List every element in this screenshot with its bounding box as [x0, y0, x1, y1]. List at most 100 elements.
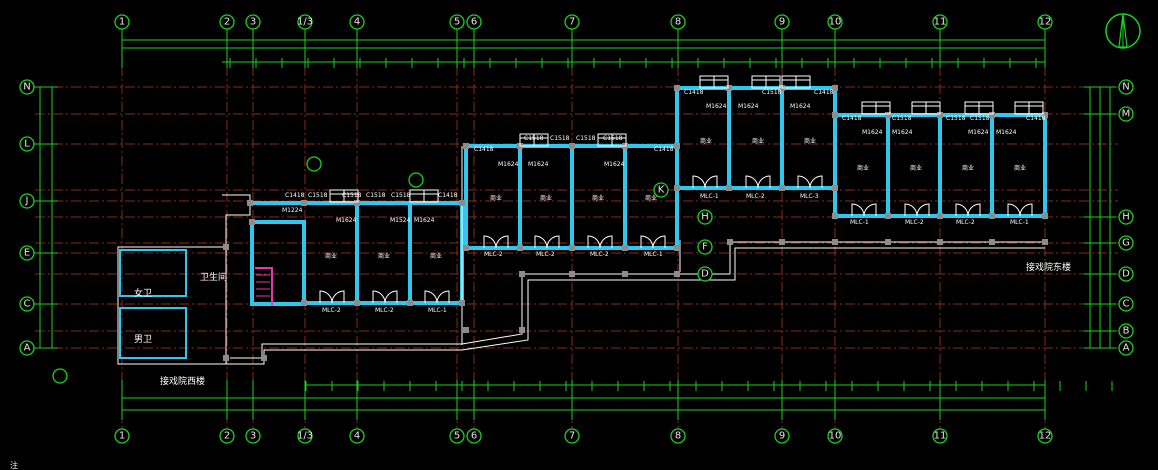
- axis-bubble-top-7: [564, 14, 580, 30]
- axis-bubble-bottom-9: [774, 428, 790, 444]
- axis-bubble-right-4: [1118, 266, 1134, 282]
- door-12-right: [967, 203, 981, 217]
- axis-bubble-top-12: [1037, 14, 1053, 30]
- column-46: [727, 239, 733, 245]
- column-48: [832, 239, 838, 245]
- axis-bubble-bottom-5-label: 5: [454, 431, 460, 442]
- door-code-3: MLC-2: [484, 251, 503, 258]
- axis-bubble-right-3-label: G: [1122, 238, 1130, 249]
- axis-bubble-left-3-label: E: [24, 248, 30, 259]
- column-25: [832, 85, 838, 91]
- axis-bubble-bottom-0-label: 1: [119, 431, 125, 442]
- axis-bubble-bottom-3: [297, 428, 313, 444]
- column-29: [832, 185, 838, 191]
- axis-bubble-top-6-label: 6: [471, 17, 477, 28]
- axis-bubble-top-2-label: 3: [250, 17, 256, 28]
- window-code-9: C1518: [576, 135, 596, 142]
- door-1-right: [384, 290, 398, 304]
- door-size-10: M1624: [892, 129, 913, 136]
- door-code-8: MLC-2: [746, 193, 765, 200]
- axis-bubble-mid-1: [697, 209, 713, 225]
- axis-bubble-bottom-1-label: 2: [224, 431, 230, 442]
- window-code-6: C1418: [474, 146, 494, 153]
- label-toilet-male: 男卫: [134, 334, 152, 345]
- axis-bubble-top-9-label: 9: [779, 17, 785, 28]
- column-40: [463, 327, 469, 333]
- label-toilet-female: 女卫: [134, 287, 152, 299]
- column-3: [249, 219, 255, 225]
- column-39: [1042, 213, 1048, 219]
- shop-label-2: 商业: [430, 252, 442, 260]
- column-36: [885, 213, 891, 219]
- north-arrow-icon: [1105, 13, 1141, 49]
- door-code-4: MLC-2: [536, 251, 555, 258]
- axis-bubble-left-2-label: J: [25, 196, 29, 207]
- axis-bubble-mid-0-label: K: [658, 185, 665, 196]
- window-code-1: C1518: [308, 192, 328, 199]
- axis-bubble-bottom-7-label: 7: [569, 431, 575, 442]
- door-code-7: MLC-1: [700, 193, 719, 200]
- door-7-right: [704, 175, 718, 189]
- door-6-right: [652, 235, 666, 249]
- shop-label-12: 商业: [962, 164, 974, 172]
- door-code-12: MLC-2: [956, 219, 975, 226]
- column-38: [989, 213, 995, 219]
- door-size-12: M1624: [996, 129, 1017, 136]
- door-size-4: M1624: [528, 161, 549, 168]
- axis-bubble-right-7: [1118, 340, 1134, 356]
- window-code-16: C1518: [892, 115, 912, 122]
- column-32: [937, 112, 943, 118]
- axis-bubble-right-2-label: H: [1122, 212, 1130, 223]
- shop-label-13: 商业: [1014, 164, 1026, 172]
- door-code-0: MLC-2: [322, 307, 341, 314]
- column-10: [301, 200, 307, 206]
- window-code-13: C1518: [762, 89, 782, 96]
- label-connect-east: 接戏院东楼: [1026, 261, 1071, 273]
- axis-bubble-top-9: [774, 14, 790, 30]
- door-code-6: MLC-1: [644, 251, 663, 258]
- door-11-right: [916, 203, 930, 217]
- door-10-right: [863, 203, 877, 217]
- column-50: [937, 239, 943, 245]
- axis-bubble-top-10: [827, 14, 843, 30]
- axis-bubble-top-7-label: 7: [569, 17, 575, 28]
- column-52: [1042, 239, 1048, 245]
- window-code-0: C1418: [285, 192, 305, 199]
- column-2: [261, 355, 267, 361]
- window-code-11: C1418: [654, 146, 674, 153]
- axis-bubble-left-0-label: N: [23, 82, 30, 93]
- door-code-1: MLC-2: [375, 307, 394, 314]
- column-17: [463, 245, 469, 251]
- axis-bubble-bottom-10-label: 10: [829, 431, 842, 442]
- section-marker-2: [408, 172, 424, 188]
- axis-bubble-bottom-2-label: 3: [250, 431, 256, 442]
- axis-bubble-top-8-label: 8: [675, 17, 681, 28]
- axis-bubble-bottom-6-label: 6: [471, 431, 477, 442]
- axis-bubble-left-5: [19, 340, 35, 356]
- shop-label-1: 商业: [378, 252, 390, 260]
- door-code-10: MLC-1: [850, 219, 869, 226]
- label-cleaning-room: 卫生间: [200, 271, 227, 283]
- axis-bubble-mid-2-label: F: [702, 242, 708, 253]
- door-code-5: MLC-2: [590, 251, 609, 258]
- column-11: [247, 200, 253, 206]
- door-size-8: M1624: [790, 103, 811, 110]
- axis-bubble-mid-3-label: D: [701, 269, 709, 280]
- column-22: [674, 85, 680, 91]
- door-size-6: M1624: [706, 103, 727, 110]
- axis-bubbles: 1122331/31/3445566778899101011111212NLJE…: [19, 14, 1134, 444]
- axis-bubble-top-6: [466, 14, 482, 30]
- axis-bubble-bottom-8: [670, 428, 686, 444]
- axis-bubble-top-10-label: 10: [829, 17, 842, 28]
- door-5-right: [599, 235, 613, 249]
- column-51: [989, 239, 995, 245]
- column-19: [569, 245, 575, 251]
- window-code-15: C1418: [842, 115, 862, 122]
- column-16: [674, 143, 680, 149]
- window-code-5: C1418: [438, 192, 458, 199]
- axis-bubble-top-1: [219, 14, 235, 30]
- axis-bubble-bottom-3-label: 1/3: [297, 431, 313, 442]
- dimension-lines: [34, 28, 1116, 420]
- column-6: [407, 300, 413, 306]
- axis-bubble-mid-1-label: H: [701, 212, 709, 223]
